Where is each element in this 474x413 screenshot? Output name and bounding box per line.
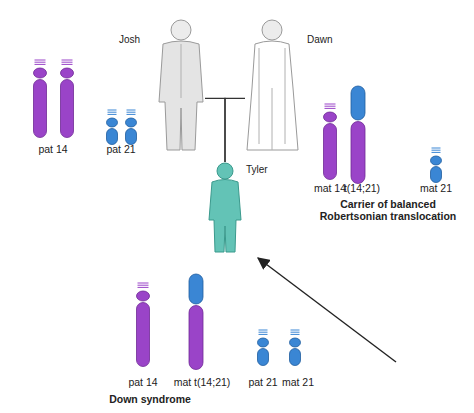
chromosome-label: pat 14 (38, 143, 67, 155)
chromosome (431, 148, 442, 183)
pointer-arrow (258, 258, 396, 362)
chromosome-label: mat 14 (314, 182, 346, 194)
chromosome-label: pat 14 (128, 376, 157, 388)
person-name: Josh (119, 34, 140, 45)
chromosome (107, 110, 118, 145)
chromosome-label: mat 21 (282, 376, 314, 388)
chromosome (324, 104, 337, 180)
translocation-chromosome (189, 274, 203, 370)
chromosome-label: mat t(14;21) (174, 376, 231, 388)
translocation-chromosome (351, 86, 365, 184)
person-figure: Dawn (245, 18, 300, 152)
figure-outline (245, 18, 300, 152)
caption-note: Carrier of balanced Robertsonian translo… (313, 198, 463, 222)
caption-note: Down syndrome (109, 393, 191, 405)
figure-outline (157, 18, 205, 152)
chromosome (126, 110, 137, 145)
chromosome-label: pat 21 (248, 376, 277, 388)
chromosome (137, 283, 150, 367)
person-name: Dawn (307, 34, 333, 45)
chromosome-label: pat 21 (106, 143, 135, 155)
parent-link (205, 98, 225, 162)
person-figure: Josh (157, 18, 205, 152)
chromosome (290, 330, 301, 366)
chromosome (61, 60, 74, 138)
chromosome (258, 330, 269, 366)
figure-outline (208, 162, 242, 254)
chromosome-label: t(14;21) (344, 182, 380, 194)
person-figure: Tyler (208, 162, 242, 254)
person-name: Tyler (246, 164, 268, 175)
chromosome-label: mat 21 (420, 182, 452, 194)
chromosome (34, 60, 47, 138)
parent-link (225, 98, 245, 162)
